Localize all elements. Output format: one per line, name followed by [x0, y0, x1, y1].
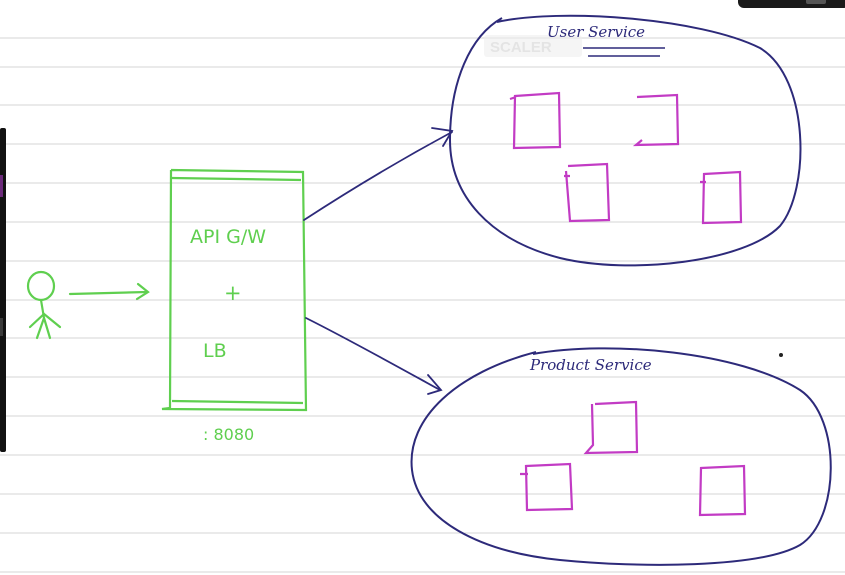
- gateway-to-product-service-arrow: [305, 317, 443, 395]
- top-right-control[interactable]: [738, 0, 845, 8]
- ruled-lines: [0, 37, 845, 573]
- port-label: : 8080: [203, 425, 254, 444]
- box-icon: [564, 162, 611, 223]
- gateway-label: API G/W: [190, 226, 266, 248]
- product-service-title: Product Service: [529, 356, 652, 374]
- user-service-instances: [509, 91, 743, 225]
- product-service-instances: [520, 400, 747, 517]
- box-icon: [632, 93, 680, 147]
- load-balancer-label: LB: [203, 340, 227, 362]
- gateway-to-user-service-arrow: [303, 127, 454, 221]
- user-service-title: User Service: [547, 23, 645, 41]
- api-gateway-box: [161, 168, 308, 412]
- arrow-right-icon: [68, 282, 150, 301]
- box-icon: [520, 462, 574, 512]
- left-toolbar[interactable]: [0, 128, 6, 452]
- user-service-cluster: User Service: [448, 14, 802, 267]
- product-service-cluster: Product Service: [410, 347, 832, 566]
- box-icon: [583, 400, 639, 455]
- pen-cursor: [779, 353, 783, 357]
- box-icon: [700, 170, 743, 225]
- watermark-text: SCALER: [490, 39, 552, 56]
- stick-figure-icon: [26, 270, 62, 340]
- plus-sign: +: [224, 281, 242, 305]
- box-icon: [698, 464, 747, 517]
- box-icon: [509, 91, 562, 150]
- scaler-watermark: SCALER: [484, 35, 582, 57]
